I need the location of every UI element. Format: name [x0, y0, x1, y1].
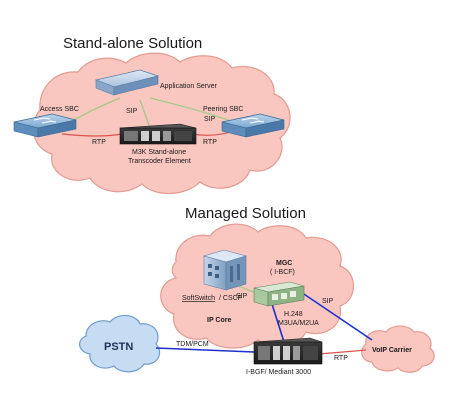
standalone-title: Stand-alone Solution	[63, 35, 202, 52]
tdm-link-pstn-mediant	[155, 347, 255, 353]
sip-label-left: SIP	[236, 293, 248, 300]
ip-core-label: IP Core	[207, 317, 231, 324]
pstn-cloud	[79, 314, 161, 373]
rtp-link-mediant-voip	[317, 349, 367, 355]
sip-label-right: SIP	[322, 298, 334, 305]
m3ua-label: M3UA/M2UA	[278, 320, 319, 327]
access-sbc-label: Access SBC	[40, 106, 79, 113]
m3k-label-line1: M3K Stand-alone	[132, 149, 186, 156]
peering-sbc-label: Peering SBC	[203, 106, 243, 113]
sip-label-center: SIP	[126, 108, 138, 115]
ip-core-cloud	[160, 223, 354, 349]
peering-sbc-icon	[221, 113, 285, 138]
sip-link-mgc-voip	[291, 285, 373, 341]
managed-title: Managed Solution	[185, 205, 306, 222]
m3k-label-line2: Transcoder Element	[128, 158, 191, 165]
h248-link-mgc-mediant	[271, 303, 285, 343]
voip-carrier-label: VoIP Carrier	[372, 347, 412, 354]
pstn-label: PSTN	[104, 341, 133, 353]
rtp-label: RTP	[334, 355, 348, 362]
cscf-label: / CSCF	[219, 295, 242, 302]
tdm-pcm-label: TDM/PCM	[176, 341, 209, 348]
mediant-3000-device-icon	[253, 337, 323, 365]
sip-link-app-m3k	[139, 99, 151, 129]
voip-carrier-cloud	[361, 325, 435, 373]
mgc-device-icon	[253, 281, 305, 307]
managed-connections	[155, 284, 373, 355]
ibgf-mediant-label: I-BGF/ Mediant 3000	[246, 369, 311, 376]
access-sbc-icon	[13, 113, 77, 138]
sip-label-right: SIP	[204, 116, 216, 123]
application-server-icon	[94, 69, 160, 96]
softswitch-building-icon	[202, 249, 248, 291]
rtp-label-right: RTP	[203, 139, 217, 146]
h248-label: H.248	[284, 311, 303, 318]
rtp-link-left	[61, 133, 123, 137]
application-server-label: Application Server	[160, 83, 217, 90]
m3k-device-icon	[119, 123, 197, 145]
softswitch-label: SoftSwitch	[182, 295, 215, 302]
mgc-label-line1: MGC	[276, 260, 292, 267]
rtp-label-left: RTP	[92, 139, 106, 146]
mgc-label-line2: ( I-BCF)	[270, 269, 295, 276]
